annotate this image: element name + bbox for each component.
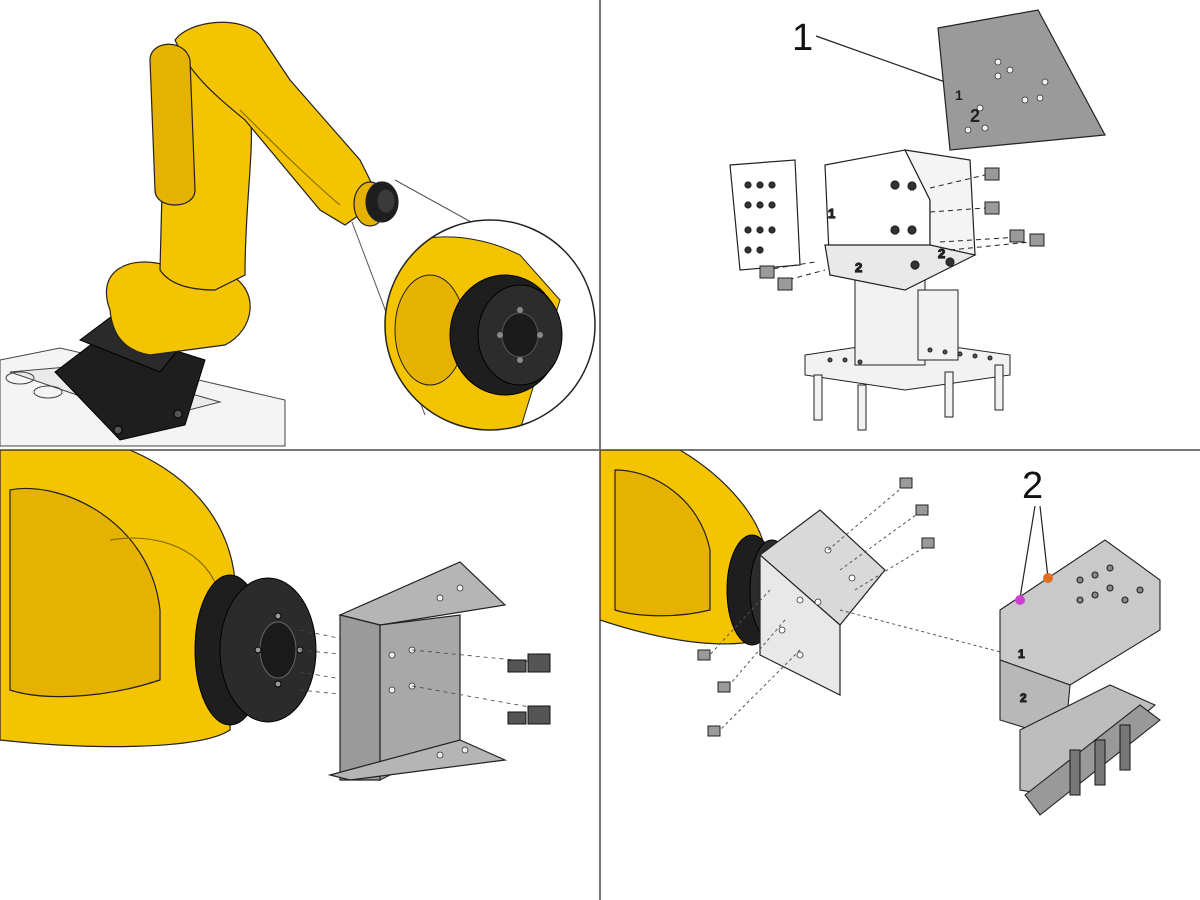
screw-insertion-lines (411, 649, 536, 709)
tool-mark-1: 1 (1018, 647, 1025, 661)
screw-6 (777, 277, 793, 291)
panel-flange-bracket (0, 450, 600, 900)
bracket-screw-2 (507, 711, 527, 725)
flange-bracket-illustration (0, 450, 551, 781)
bracket-mark-2b: 2 (938, 246, 945, 261)
bracket-body: 1 2 2 (729, 149, 977, 291)
bracket-assembly-illustration: 1 1 2 (729, 9, 1106, 431)
bracket-screw-1 (507, 659, 527, 673)
bracket-mark-1: 1 (828, 206, 835, 221)
screw-5 (759, 265, 775, 279)
plate-mark-2: 2 (970, 106, 980, 126)
stand (804, 279, 1011, 431)
robot-arm (105, 21, 399, 356)
mounting-screws-2 (697, 477, 1051, 737)
screw-2 (984, 201, 1000, 215)
pin-highlight-orange (1043, 573, 1053, 583)
tool-mounting-illustration: 2 (600, 450, 1161, 816)
pin-highlight-pink (1015, 595, 1025, 605)
panel-tool-mounting: 2 (600, 450, 1200, 900)
bracket-mark-2a: 2 (855, 260, 862, 275)
l-bracket-screws (507, 653, 551, 725)
callout-2-leaders (1019, 505, 1049, 599)
tool-flange (194, 574, 317, 726)
angled-plate: 1 2 (937, 9, 1106, 151)
screws-group (759, 167, 1045, 291)
callout-number-1: 1 (792, 17, 813, 59)
l-bracket (327, 561, 508, 781)
screw-4 (1029, 233, 1045, 247)
highlighted-pins (1015, 573, 1053, 605)
robot-overview-illustration (0, 21, 596, 447)
tool-assembly: 1 2 (999, 539, 1161, 816)
flange-detail-magnifier (384, 219, 596, 431)
robot-forearm-2 (600, 450, 766, 645)
bracket-screw-1-head (527, 653, 551, 673)
callout-number-2: 2 (1022, 465, 1043, 507)
robot-forearm (0, 450, 236, 748)
bracket-screw-2-head (527, 705, 551, 725)
screw-1 (984, 167, 1000, 181)
plate-mark-1: 1 (955, 87, 963, 103)
tool-mark-2: 2 (1020, 691, 1027, 705)
screw-3 (1009, 229, 1025, 243)
panel-robot-overview (0, 0, 600, 450)
callout-1-leader (815, 35, 963, 89)
mounted-bracket (759, 509, 886, 696)
panel-bracket-assembly: 1 1 2 (600, 0, 1200, 450)
